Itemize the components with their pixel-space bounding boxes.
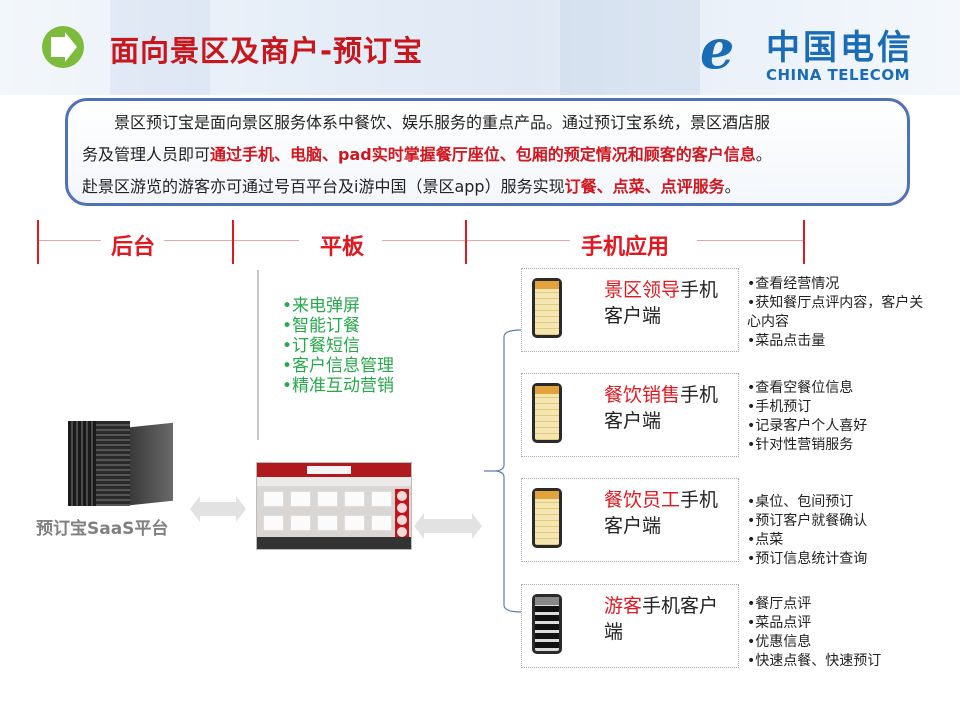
tablet-feature: •客户信息管理 [282,356,395,376]
section-line [697,240,803,241]
telecom-e-icon: e [700,17,735,81]
title-rest: 手机客户端 [604,384,719,432]
logo-chinese-text: 中国电信 [766,28,914,68]
tablet-feature: •智能订餐 [282,316,361,336]
title-highlight: 餐饮员工 [604,489,681,511]
intro-box: 景区预订宝是面向景区服务体系中餐饮、娱乐服务的重点产品。通过预订宝系统，景区酒店… [65,98,910,206]
feature-item: •预订客户就餐确认 [747,513,868,529]
section-label-backend: 后台 [111,235,156,260]
section-divider [465,220,467,264]
tablet-feature: •订餐短信 [282,336,361,356]
mobile-app-card-scenic-leader: 景区领导手机客户端 [521,268,739,352]
double-arrow-icon [190,496,246,522]
title-highlight: 游客 [604,595,643,617]
feature-item: •菜品点击量 [747,333,826,349]
header-background [0,0,960,95]
feature-item: •获知餐厅点评内容，客户关心内容 [747,295,924,330]
intro-line-3-plain: 赴景区游览的游客亦可通过号百平台及i游中国（景区app）服务实现 [82,177,565,196]
mobile-app-title: 餐饮员工手机客户端 [604,487,732,539]
intro-line-1-text: 景区预订宝是面向景区服务体系中餐饮、娱乐服务的重点产品。通过预订宝系统，景区酒店… [114,113,771,132]
feature-item: •优惠信息 [747,634,812,650]
section-line [234,240,299,241]
tablet-feature: •来电弹屏 [282,296,361,316]
china-telecom-logo: e 中国电信 CHINA TELECOM [700,18,930,88]
section-divider [37,220,39,264]
mobile-app-card-dining-staff: 餐饮员工手机客户端 [521,478,739,562]
section-line [164,240,232,241]
feature-item: •桌位、包间预订 [747,494,854,510]
mobile-app-card-tourist: 游客手机客户端 [521,584,739,668]
section-line [467,240,570,241]
title-rest: 手机客户端 [604,595,719,643]
slide-title: 面向景区及商户-预订宝 [110,34,424,68]
title-highlight: 餐饮销售 [604,384,681,406]
feature-item: •菜品点评 [747,615,812,631]
mobile-app-title: 餐饮销售手机客户端 [604,382,732,434]
double-arrow-icon [414,513,482,539]
intro-line-2: 务及管理人员即可通过手机、电脑、pad实时掌握餐厅座位、包厢的预定情况和顾客的客… [82,139,893,171]
feature-list-dining-staff: •桌位、包间预订 •预订客户就餐确认 •点菜 •预订信息统计查询 [747,493,937,569]
intro-line-3-highlight: 订餐、点菜、点评服务 [564,177,725,196]
tablet-feature: •精准互动营销 [282,376,395,396]
feature-item: •记录客户个人喜好 [747,418,868,434]
server-icon [68,421,173,506]
smartphone-icon [532,278,562,338]
section-label-tablet: 平板 [320,235,365,260]
feature-list-scenic-leader: •查看经营情况 •获知餐厅点评内容，客户关心内容 •菜品点击量 [747,275,937,351]
mobile-app-card-dining-sales: 餐饮销售手机客户端 [521,373,739,457]
feature-item: •点菜 [747,532,784,548]
tablet-divider-line [257,270,259,440]
section-label-mobile: 手机应用 [581,235,670,260]
intro-line-3: 赴景区游览的游客亦可通过号百平台及i游中国（景区app）服务实现订餐、点菜、点评… [82,171,893,203]
mobile-app-title: 游客手机客户端 [604,593,732,645]
intro-line-2-plain: 务及管理人员即可 [82,145,211,164]
intro-line-2-highlight: 通过手机、电脑、pad实时掌握餐厅座位、包厢的预定情况和顾客的客户信息 [210,145,756,164]
feature-list-dining-sales: •查看空餐位信息 •手机预订 •记录客户个人喜好 •针对性营销服务 [747,379,937,455]
logo-english-text: CHINA TELECOM [766,66,910,84]
section-divider [803,220,805,264]
green-right-arrow-circle-icon [42,26,84,68]
feature-item: •预订信息统计查询 [747,551,868,567]
title-rest: 手机客户端 [604,279,719,327]
smartphone-icon [532,383,562,443]
section-divider [232,220,234,264]
title-highlight: 景区领导 [604,279,681,301]
section-line [382,240,465,241]
smartphone-dark-icon [532,594,562,654]
intro-line-3-end: 。 [724,177,741,196]
intro-line-1: 景区预订宝是面向景区服务体系中餐饮、娱乐服务的重点产品。通过预订宝系统，景区酒店… [82,107,893,139]
tablet-feature-list: •来电弹屏 •智能订餐 •订餐短信 •客户信息管理 •精准互动营销 [282,296,394,396]
intro-line-2-end: 。 [755,145,772,164]
brace-connector [484,329,522,613]
mobile-app-title: 景区领导手机客户端 [604,277,732,329]
feature-item: •查看经营情况 [747,276,840,292]
section-line [39,240,101,241]
feature-item: •查看空餐位信息 [747,380,854,396]
saas-platform-label: 预订宝SaaS平台 [36,519,169,539]
feature-list-tourist: •餐厅点评 •菜品点评 •优惠信息 •快速点餐、快速预订 [747,595,937,671]
feature-item: •餐厅点评 [747,596,812,612]
smartphone-icon [532,488,562,548]
feature-item: •手机预订 [747,399,812,415]
feature-item: •针对性营销服务 [747,437,854,453]
feature-item: •快速点餐、快速预订 [747,653,882,669]
title-rest: 手机客户端 [604,489,719,537]
tablet-screenshot-icon [256,462,412,550]
